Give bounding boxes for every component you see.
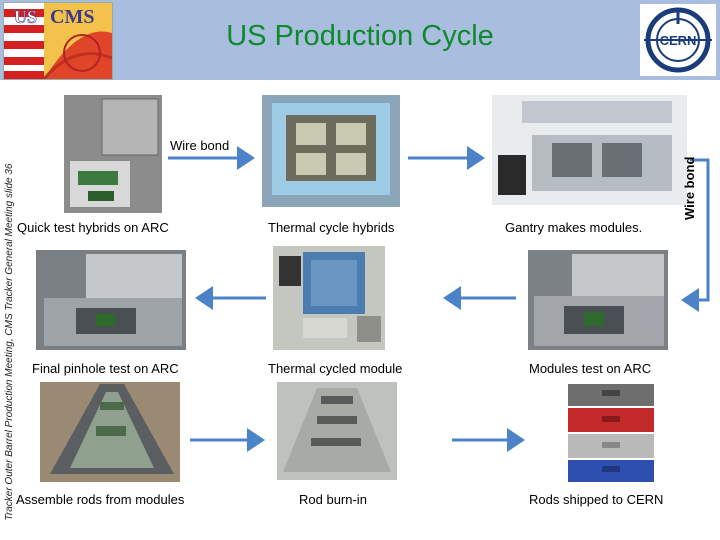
uscms-logo: US CMS — [3, 2, 113, 80]
photo-wire-bond-hybrid — [64, 95, 162, 213]
photo-shipping-cases — [562, 380, 660, 486]
photo-assemble-rods — [40, 382, 180, 482]
label-final-pinhole: Final pinhole test on ARC — [32, 361, 179, 376]
svg-text:CMS: CMS — [50, 6, 94, 28]
cern-logo: CERN — [640, 4, 716, 76]
label-rods-shipped: Rods shipped to CERN — [529, 492, 664, 507]
label-wire-bond: Wire bond — [170, 138, 230, 153]
arrow-gantry-loop — [681, 158, 710, 312]
photo-final-pinhole — [36, 250, 186, 350]
photo-rod-burn-in — [277, 382, 397, 480]
label-thermal-module: Thermal cycled module — [268, 361, 403, 376]
label-wire-bond-vertical: Wire bond — [682, 156, 697, 220]
svg-text:CERN: CERN — [660, 33, 697, 48]
svg-text:US: US — [14, 7, 37, 27]
photo-thermal-cycle-hybrids — [262, 95, 400, 207]
label-rod-burn-in: Rod burn-in — [299, 492, 367, 507]
photo-gantry — [492, 95, 687, 205]
label-assemble-rods: Assemble rods from modules — [16, 492, 185, 507]
label-quick-test: Quick test hybrids on ARC — [17, 220, 169, 235]
label-thermal-hybrids: Thermal cycle hybrids — [268, 220, 395, 235]
photo-modules-test — [528, 250, 668, 350]
slide-header — [0, 0, 720, 80]
label-modules-test: Modules test on ARC — [529, 361, 652, 376]
slide-title: US Production Cycle — [226, 20, 494, 52]
photo-thermal-cycled-module — [273, 246, 385, 350]
label-gantry: Gantry makes modules. — [505, 220, 643, 235]
